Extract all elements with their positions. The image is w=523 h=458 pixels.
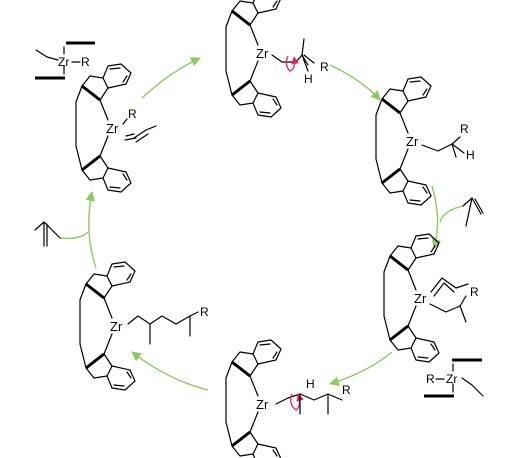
species-second-insertion: Zr H R [224, 338, 351, 458]
quadrant-tl-r: R [81, 55, 90, 69]
species-alkyl-intermediate: Zr R H [374, 75, 475, 207]
species-monomer-coordination: Zr R [382, 232, 479, 364]
arrow-3-branch [439, 205, 464, 223]
s6-zr: Zr [110, 319, 123, 334]
s2-h: H [304, 72, 313, 86]
s3-r: R [460, 122, 469, 136]
species-chain-growth: Zr R [78, 260, 209, 392]
quadrant-br-r: R [426, 372, 435, 386]
arrow-4 [329, 351, 393, 387]
s6-r: R [200, 305, 209, 319]
propylene-reagent-left [34, 221, 61, 247]
quadrant-bottom-right: R Zr [424, 358, 484, 398]
species-alkene-complex: Zr R [74, 62, 157, 194]
s4-r: R [470, 285, 479, 299]
s3-zr: Zr [406, 134, 419, 149]
species-insertion-rotation: Zr R H [224, 0, 329, 119]
arrow-3 [431, 185, 442, 249]
s2-r: R [320, 60, 329, 74]
quadrant-br-zr: Zr [446, 372, 457, 386]
s1-zr: Zr [106, 121, 119, 136]
s3-h: H [466, 148, 475, 162]
quadrant-top-left: Zr R [35, 41, 95, 80]
arrow-6-branch [59, 231, 89, 240]
arrow-6 [85, 191, 97, 269]
s4-zr: Zr [414, 291, 427, 306]
arrow-1 [141, 57, 201, 99]
s2-zr: Zr [256, 46, 269, 61]
s5-h: H [306, 377, 315, 391]
s5-zr: Zr [256, 397, 269, 412]
propylene-reagent-top [462, 197, 484, 227]
quadrant-tl-zr: Zr [58, 55, 69, 69]
cycle-arrows [59, 57, 464, 391]
arrow-2 [329, 64, 381, 101]
s5-r: R [342, 383, 351, 397]
s1-r: R [128, 107, 137, 121]
arrow-5 [131, 351, 209, 391]
